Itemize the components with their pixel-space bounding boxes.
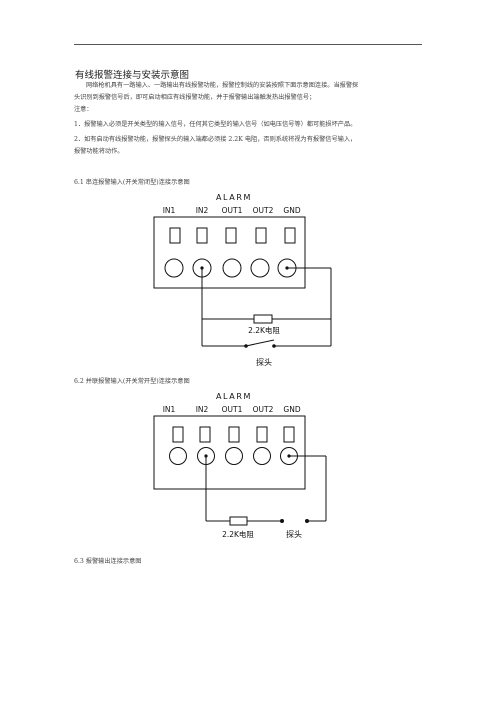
terminal-slot-gnd bbox=[284, 227, 296, 244]
probe-label: 探头 bbox=[256, 357, 272, 367]
figure-3-caption: 6.3 报警输出连接示意图 bbox=[74, 558, 142, 565]
page-title: 有线报警连接与安装示意图 bbox=[75, 70, 190, 81]
header-rule bbox=[74, 44, 422, 45]
wire-node-gnd bbox=[285, 266, 289, 270]
terminal-slot-in1 bbox=[172, 426, 184, 443]
probe-contact-left bbox=[280, 519, 284, 523]
terminal-slot-out2 bbox=[255, 227, 267, 244]
terminal-slot-out1 bbox=[225, 227, 237, 244]
note-label: 注意： bbox=[74, 106, 93, 113]
alarm-header: ALARM bbox=[216, 392, 252, 401]
note-1: 1．报警输入必须是开关类型的输入信号，任何其它类型的输入信号（如电压信号等）都可… bbox=[74, 121, 357, 128]
terminal-slot-in2 bbox=[199, 426, 211, 443]
terminal-block bbox=[153, 216, 306, 289]
pin-label-out1: OUT1 bbox=[222, 206, 243, 215]
pin-label-gnd: GND bbox=[283, 206, 300, 215]
terminal-screw-out1 bbox=[222, 258, 242, 278]
switch-blade bbox=[245, 339, 275, 347]
intro-line-1: 网络枪机具有一路输入、一路输出有线报警功能，报警控制线的安装按照下面示意图连接。… bbox=[86, 82, 359, 89]
resistor-symbol bbox=[253, 314, 273, 324]
terminal-block bbox=[153, 415, 306, 490]
terminal-slot-out2 bbox=[256, 426, 268, 443]
figure-2-diagram: ALARM IN1 IN2 OUT1 OUT2 GND 2.2K电阻 探头 bbox=[153, 392, 327, 539]
pin-label-gnd: GND bbox=[283, 405, 300, 414]
switch-contact-left bbox=[244, 344, 248, 348]
resistor-symbol bbox=[229, 516, 248, 526]
terminal-screw-out2 bbox=[250, 258, 270, 278]
figure-2-caption: 6.2 并联报警输入(开关常开型)连接示意图 bbox=[74, 378, 190, 385]
pin-label-in2: IN2 bbox=[196, 405, 209, 414]
terminal-slot-out1 bbox=[228, 426, 240, 443]
pin-label-out2: OUT2 bbox=[253, 206, 274, 215]
terminal-screw-out1 bbox=[225, 447, 243, 465]
terminal-slot-gnd bbox=[283, 426, 295, 443]
resistor-label: 2.2K电阻 bbox=[248, 325, 280, 335]
figure-1-diagram: ALARM IN1 IN2 OUT1 OUT2 GND 2.2K电阻 探头 bbox=[153, 193, 332, 367]
probe-label: 探头 bbox=[286, 529, 302, 539]
terminal-screw-in1 bbox=[169, 447, 187, 465]
figure-1-caption: 6.1 串连报警输入(开关常闭型)连接示意图 bbox=[74, 179, 190, 186]
note-2-line-1: 2．如有启动有线报警功能，报警探头的输入端都必须接 2.2K 电阻，否则系统将视… bbox=[74, 136, 357, 143]
terminal-screw-out2 bbox=[253, 447, 271, 465]
terminal-slot-in1 bbox=[169, 227, 181, 244]
pin-label-in1: IN1 bbox=[163, 405, 176, 414]
note-2-line-2: 报警功能将动作。 bbox=[74, 148, 124, 155]
wire-node-gnd bbox=[287, 454, 291, 458]
terminal-screw-in1 bbox=[164, 258, 184, 278]
pin-label-in1: IN1 bbox=[163, 206, 176, 215]
terminal-slot-in2 bbox=[196, 227, 208, 244]
alarm-header: ALARM bbox=[216, 193, 252, 202]
intro-line-2: 头识别到报警信号后，即可启动相应有线报警功能，并于报警输出端触发热出报警信号； bbox=[74, 94, 316, 101]
pin-label-out1: OUT1 bbox=[222, 405, 243, 414]
pin-label-out2: OUT2 bbox=[253, 405, 274, 414]
pin-label-in2: IN2 bbox=[196, 206, 209, 215]
resistor-label: 2.2K电阻 bbox=[222, 529, 254, 539]
